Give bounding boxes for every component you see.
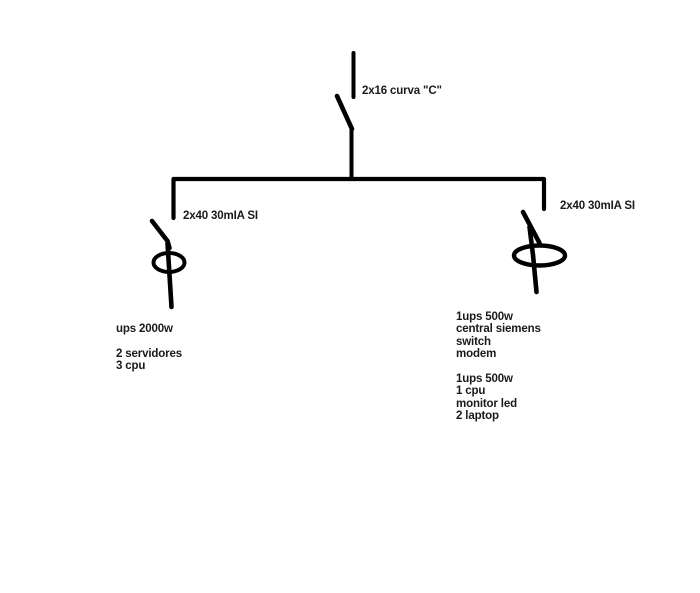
right-rcd-icon xyxy=(511,243,568,268)
left-breaker-label: 2x40 30mIA SI xyxy=(183,210,258,222)
left-load-list: ups 2000w 2 servidores 3 cpu xyxy=(116,323,182,373)
bus-line xyxy=(171,176,547,221)
right-breaker-label: 2x40 30mIA SI xyxy=(560,200,635,212)
left-rcd-icon xyxy=(151,251,187,274)
right-load-list: 1ups 500w central siemens switch modem 1… xyxy=(456,311,541,423)
main-breaker-label: 2x16 curva "C" xyxy=(362,85,442,97)
main-breaker-icon xyxy=(334,93,355,132)
right-branch-line xyxy=(527,224,539,295)
